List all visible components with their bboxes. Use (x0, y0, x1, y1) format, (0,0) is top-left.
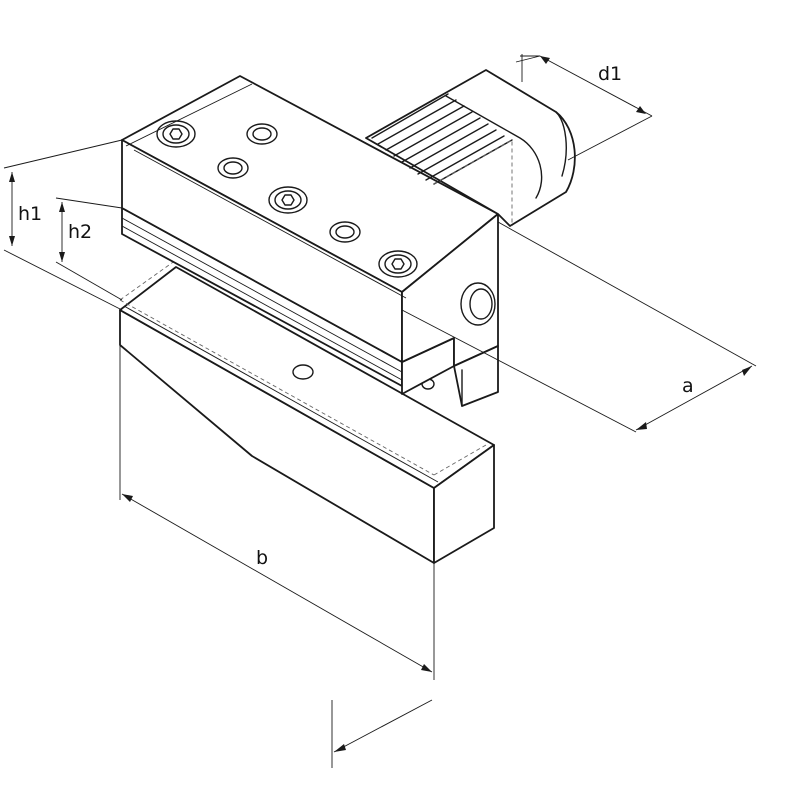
screw-3 (217, 157, 249, 179)
base-hidden-line-3 (119, 259, 177, 301)
dimension-d1: d1 (515, 54, 653, 161)
label-d1: d1 (598, 63, 622, 85)
dimension-a: a (401, 221, 757, 433)
shank-hidden (433, 139, 513, 226)
base-hidden-line-2 (433, 444, 487, 476)
label-h1: h1 (18, 203, 42, 225)
screw-1 (156, 120, 196, 148)
side-bore-inner (469, 288, 493, 320)
shank-collar (445, 95, 543, 199)
shank-end-ring (555, 111, 567, 177)
label-b: b (256, 547, 268, 569)
base-hidden-line (119, 299, 435, 476)
side-bore-outer (460, 282, 496, 326)
base-block (119, 259, 495, 564)
shank (365, 69, 576, 227)
base-end-face (433, 444, 495, 564)
clamp-bevel (125, 83, 253, 147)
base-hole (292, 364, 314, 380)
screw-4 (268, 186, 308, 214)
base-top-edge (123, 305, 439, 483)
label-a: a (682, 375, 694, 397)
label-h2: h2 (68, 221, 92, 243)
dimension-h1: h1 (3, 139, 123, 311)
clamp-edge-line (133, 149, 407, 299)
screw-5 (329, 221, 361, 243)
dimension-b: b (119, 346, 435, 680)
clamp-body (121, 75, 499, 407)
clamp-plate-line (121, 217, 403, 373)
screw-6 (378, 250, 418, 278)
screw-2 (246, 123, 278, 145)
clamp-plate-line-2 (121, 225, 403, 381)
dimension-bottom-arrow (331, 699, 433, 768)
dimension-h2: h2 (55, 197, 123, 301)
screws (156, 120, 418, 278)
